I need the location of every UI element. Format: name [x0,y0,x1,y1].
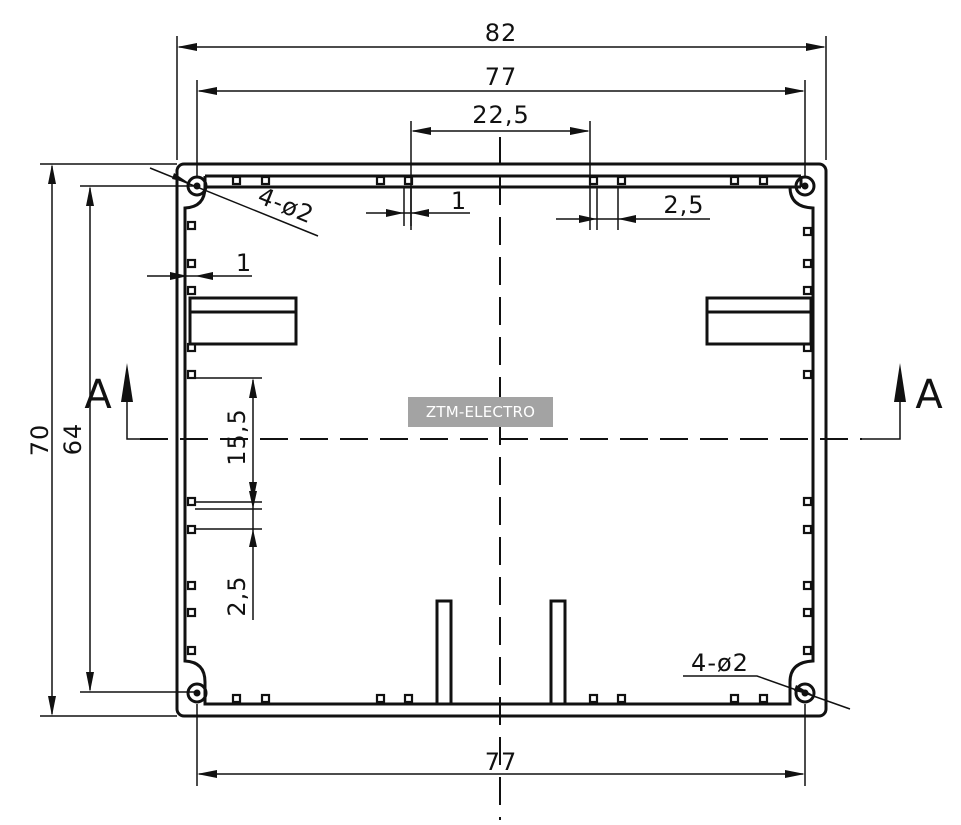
dimension-outer-width: 82 [176,19,827,160]
dimension-side-pitch-value: 2,5 [223,575,251,616]
dimension-pin-width-top: 1 [366,186,470,226]
dimension-side-offset-value: 15,5 [223,408,251,465]
dimension-hole-span-bottom-value: 77 [485,748,518,776]
pin-column-right [802,226,813,656]
pin-row-bottom [231,693,769,704]
mounting-hole-top-right [794,175,816,197]
center-lines [140,137,862,820]
watermark-badge: ZTM-ELECTRO [408,397,553,427]
dimension-center-gap: 22,5 [410,101,591,230]
mounting-holes [186,175,816,704]
section-marker-left: A [84,363,150,440]
dimension-outer-height-value: 70 [26,424,54,457]
dimension-hole-span-vertical-value: 64 [59,423,87,456]
section-marker-right: A [862,363,943,440]
dimension-hole-span-vertical: 64 [59,185,197,693]
dimension-edge-pin-value: 1 [236,249,252,277]
mounting-hole-bottom-left [186,682,208,704]
dimension-outer-height: 70 [26,163,177,717]
dimension-edge-pin: 1 [147,249,252,280]
hole-callout-bottom: 4-ø2 [683,649,851,710]
dimension-hole-span-top-value: 77 [485,63,518,91]
pin-row-top [231,175,769,186]
terminal-tab-right [705,296,813,346]
dimension-center-gap-value: 22,5 [472,101,529,129]
dimension-outer-width-value: 82 [485,19,518,47]
section-letter-left: A [84,372,112,418]
terminal-pins-bottom [435,599,567,706]
dimension-side-offset: 15,5 [195,377,262,503]
terminal-tab-left [188,296,298,346]
dimension-pin-width-top-value: 1 [451,187,467,215]
dimension-pin-pitch-top: 2,5 [556,186,710,230]
dimension-hole-span-top: 77 [196,63,806,176]
section-letter-right: A [915,372,943,418]
hole-callout-bottom-label: 4-ø2 [691,649,749,677]
dimension-pin-pitch-top-value: 2,5 [663,191,704,219]
dimension-hole-span-bottom: 77 [196,704,806,786]
dimension-side-pitch: 2,5 [195,486,262,620]
